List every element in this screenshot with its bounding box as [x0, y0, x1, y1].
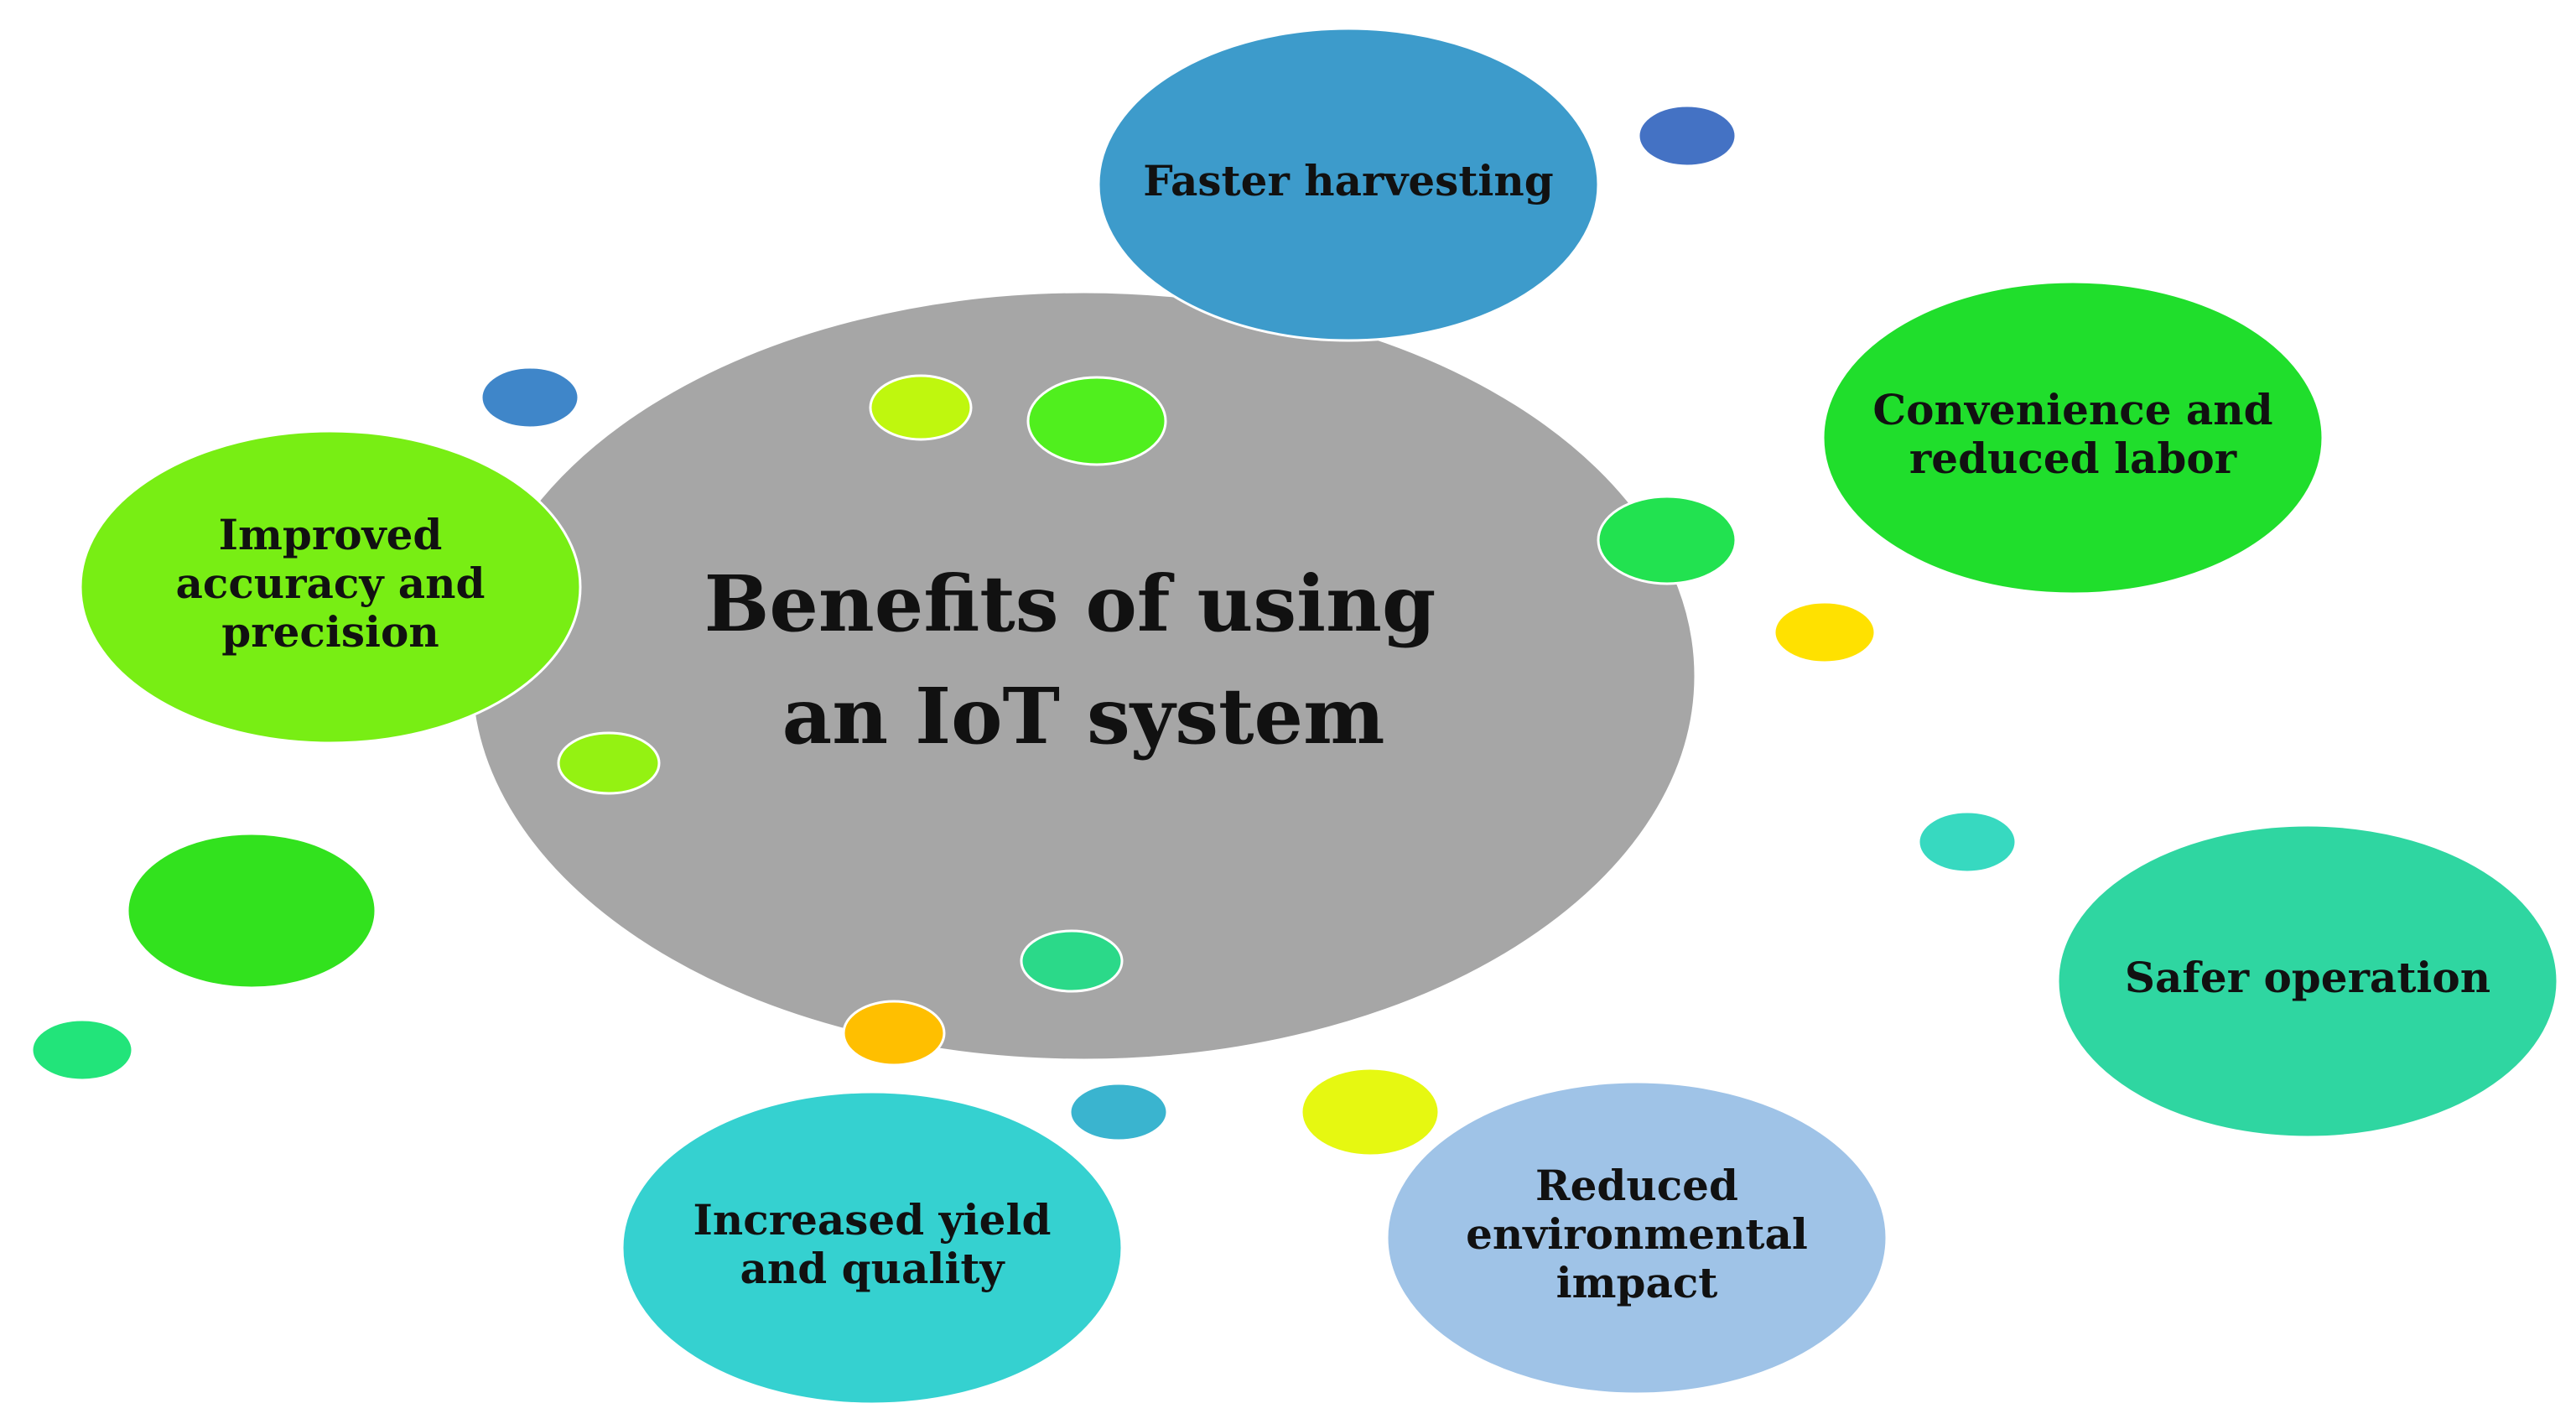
benefit-label-line: reduced labor	[1909, 434, 2237, 483]
decorative-dot	[1300, 1067, 1441, 1157]
decorative-dot	[842, 1000, 946, 1067]
decorative-dot	[30, 1018, 134, 1082]
decorative-dot	[1020, 929, 1124, 993]
benefit-label-line: Faster harvesting	[1143, 156, 1553, 205]
decorative-dot	[1917, 810, 2018, 874]
benefit-label-line: Convenience and	[1872, 385, 2272, 434]
benefit-label-line: environmental	[1466, 1209, 1808, 1259]
benefit-label-line: precision	[221, 607, 439, 657]
decorative-dot	[126, 832, 377, 990]
benefit-label-line: accuracy and	[176, 559, 486, 608]
benefit-label-line: impact	[1556, 1258, 1718, 1307]
benefit-bubble	[2056, 824, 2559, 1139]
benefit-bubble	[621, 1090, 1124, 1406]
decorative-dot	[480, 366, 580, 429]
benefit-bubble	[1821, 280, 2324, 595]
benefit-node-safer-operation: Safer operation	[2056, 824, 2559, 1139]
decorative-dot	[1026, 376, 1167, 466]
benefit-bubble	[79, 429, 582, 745]
center-title-line-1: Benefits of using	[704, 559, 1436, 649]
benefit-label: Faster harvesting	[1143, 156, 1553, 205]
benefit-label: Safer operation	[2125, 953, 2490, 1002]
decorative-dot	[1068, 1082, 1169, 1142]
center-title-line-2: an IoT system	[782, 671, 1385, 761]
decorative-dot	[1637, 104, 1737, 168]
benefit-label-line: Reduced	[1535, 1161, 1738, 1210]
benefit-bubble	[1097, 27, 1600, 342]
benefit-label-line: Increased yield	[693, 1195, 1052, 1245]
decorative-dot	[1773, 600, 1877, 664]
benefit-bubble	[1385, 1080, 1888, 1395]
benefit-node-faster-harvesting: Faster harvesting	[1097, 27, 1600, 342]
benefit-label-line: Improved	[219, 510, 443, 559]
decorative-dot	[557, 731, 661, 795]
center-node: Benefits of using an IoT system	[470, 290, 1697, 1062]
benefit-label-line: and quality	[740, 1244, 1006, 1293]
decorative-dot	[869, 374, 973, 441]
benefit-label-line: Safer operation	[2125, 953, 2490, 1002]
decorative-dots	[30, 104, 2018, 1157]
center-title: Benefits of using an IoT system	[704, 559, 1463, 761]
decorative-dot	[1597, 495, 1737, 585]
